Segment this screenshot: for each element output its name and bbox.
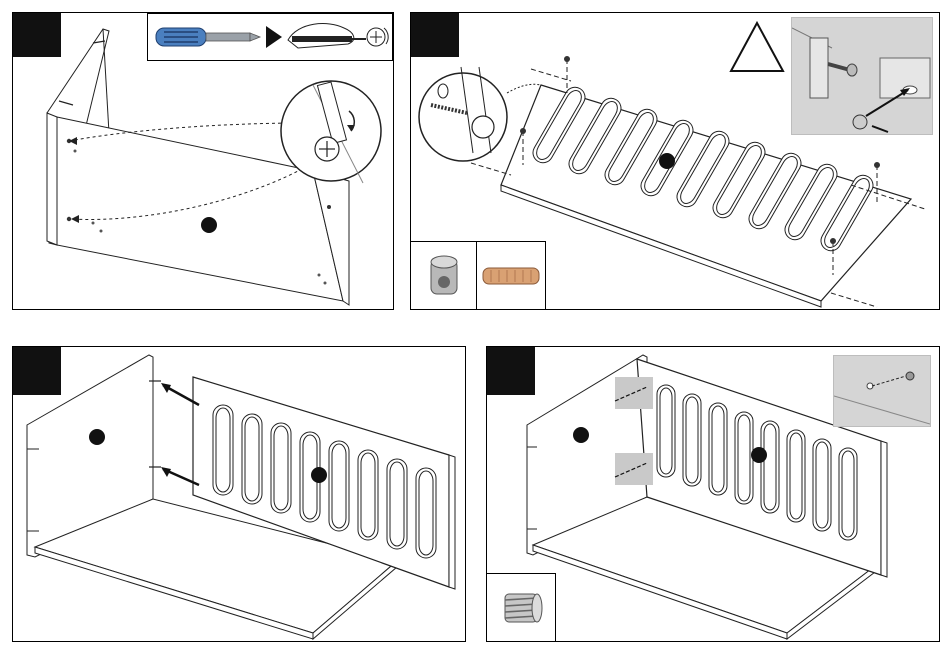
cam-lock-detail-inset	[791, 17, 933, 135]
slot-cutout	[686, 397, 698, 483]
slot-cutout	[712, 406, 724, 492]
slot-cutout	[216, 408, 230, 492]
cam-barrel-nut-part	[410, 241, 478, 310]
screwdriver-icon	[156, 28, 260, 46]
slot-cutout	[419, 471, 433, 555]
slot-cutout	[790, 433, 802, 519]
slot-cutout	[764, 424, 776, 510]
warning-triangle-icon	[727, 19, 787, 75]
step-panel-4	[486, 346, 940, 642]
step-panel-1	[12, 12, 394, 310]
slot-cutout	[816, 442, 828, 528]
slot-cutout	[738, 415, 750, 501]
slot-cutout	[274, 426, 288, 510]
rotate-clockwise-icon	[367, 28, 388, 46]
slot-cutout	[842, 451, 854, 537]
back-panel-attach-illustration	[13, 347, 465, 641]
arrow-icon	[266, 26, 282, 48]
slot-cutout	[332, 444, 346, 528]
step-panel-3	[12, 346, 466, 642]
wooden-dowel-part	[476, 241, 546, 310]
hand-turning-icon	[288, 24, 366, 48]
threaded-insert-part	[486, 573, 556, 642]
slot-cutout	[361, 453, 375, 537]
slot-cutout	[245, 417, 259, 501]
slot-cutout	[390, 462, 404, 546]
slot-cutout	[660, 388, 672, 474]
step-panel-2	[410, 12, 940, 310]
insert-detail-inset	[833, 355, 931, 427]
screwdriver-instruction-inset	[147, 13, 393, 61]
